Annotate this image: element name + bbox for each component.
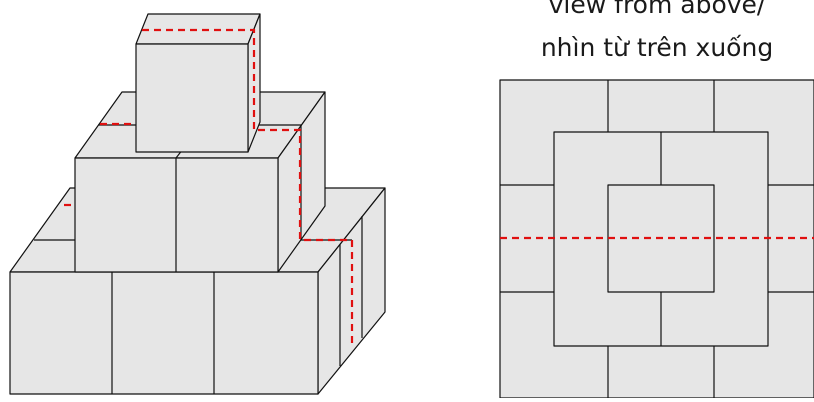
bottom-tier-front xyxy=(9,271,319,395)
section-cut-line-3d xyxy=(142,28,354,346)
pyramid-3d xyxy=(9,13,386,395)
caption-line-1: view from above/ xyxy=(548,0,766,19)
top-cube-front xyxy=(135,43,249,153)
top-view xyxy=(499,79,814,399)
caption-line-2: nhìn từ trên xuống xyxy=(540,33,774,62)
